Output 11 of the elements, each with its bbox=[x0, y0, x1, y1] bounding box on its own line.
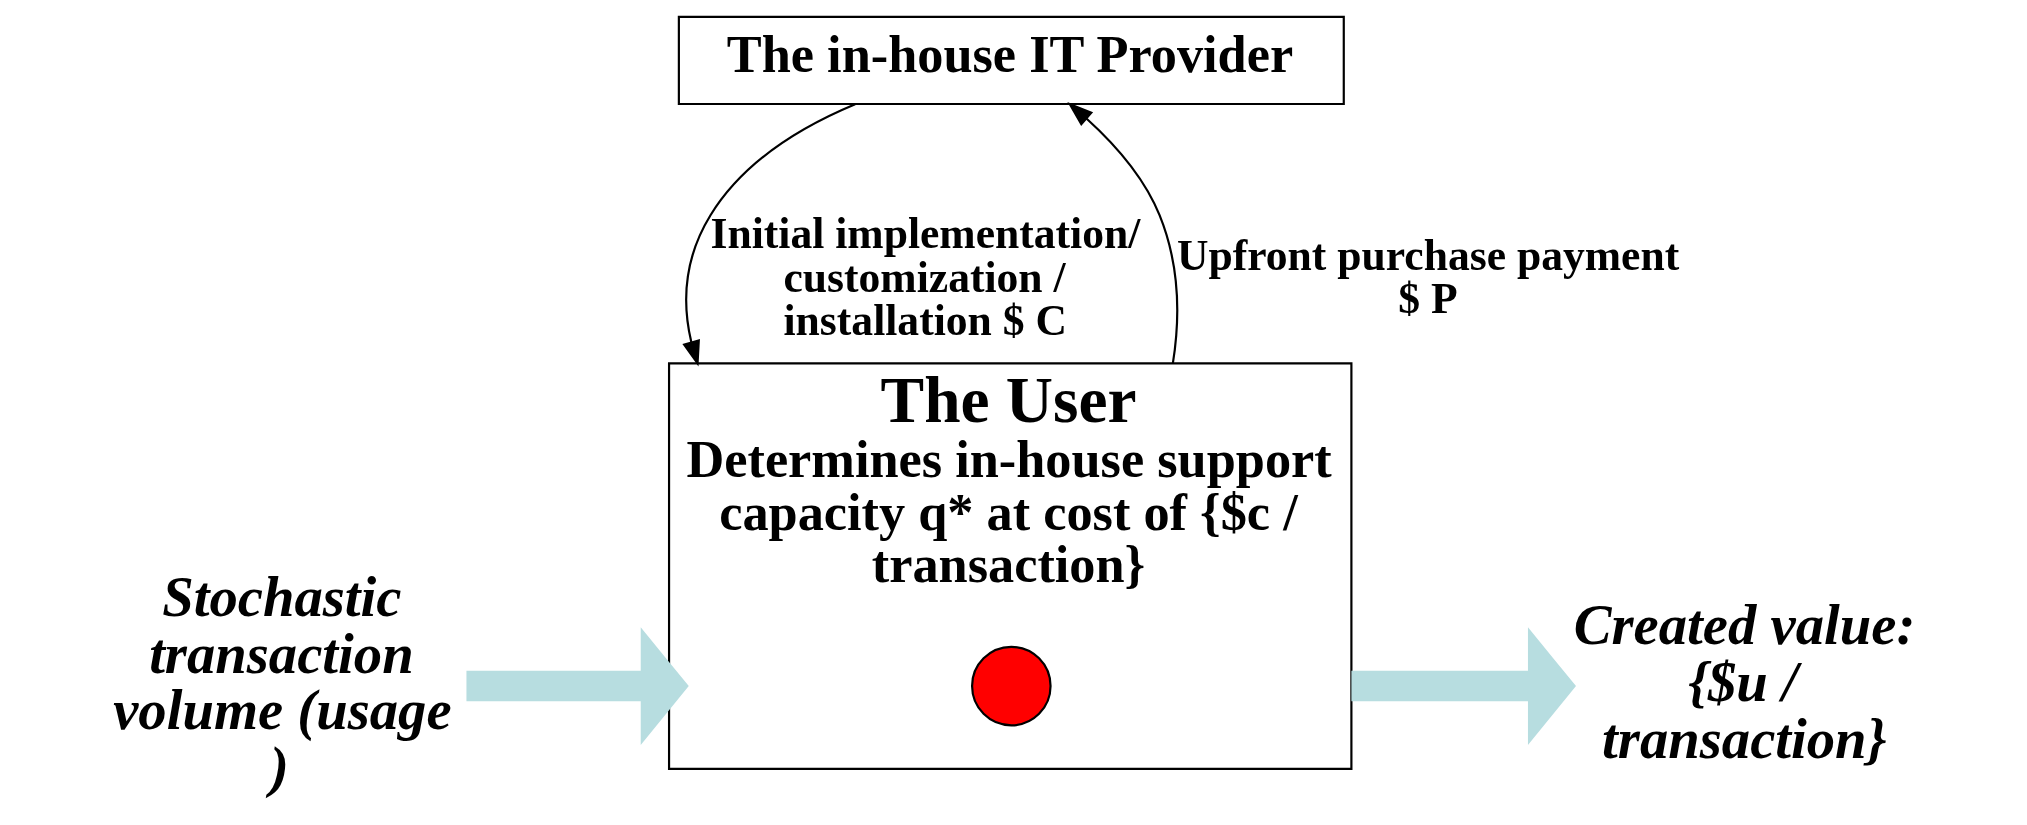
arrow bbox=[1351, 627, 1576, 745]
node-circle bbox=[971, 645, 1052, 727]
arrow bbox=[466, 627, 689, 745]
cluster: The User Determines in-house support capacity q* at cost of {$c / transaction} bbox=[667, 362, 1353, 770]
arrow bbox=[682, 103, 856, 367]
node-box: The in-house IT Provider bbox=[677, 15, 1345, 106]
edge-label: Initial implementation/ customization / installation $ C bbox=[710, 208, 1141, 345]
edge-label: Upfront purchase payment $ P bbox=[1177, 230, 1680, 323]
arrow bbox=[1067, 102, 1179, 364]
node-text: Created value: {$u / transaction} bbox=[1573, 593, 1916, 770]
node-text: Stochastic transaction volume (usage ) bbox=[113, 564, 452, 798]
